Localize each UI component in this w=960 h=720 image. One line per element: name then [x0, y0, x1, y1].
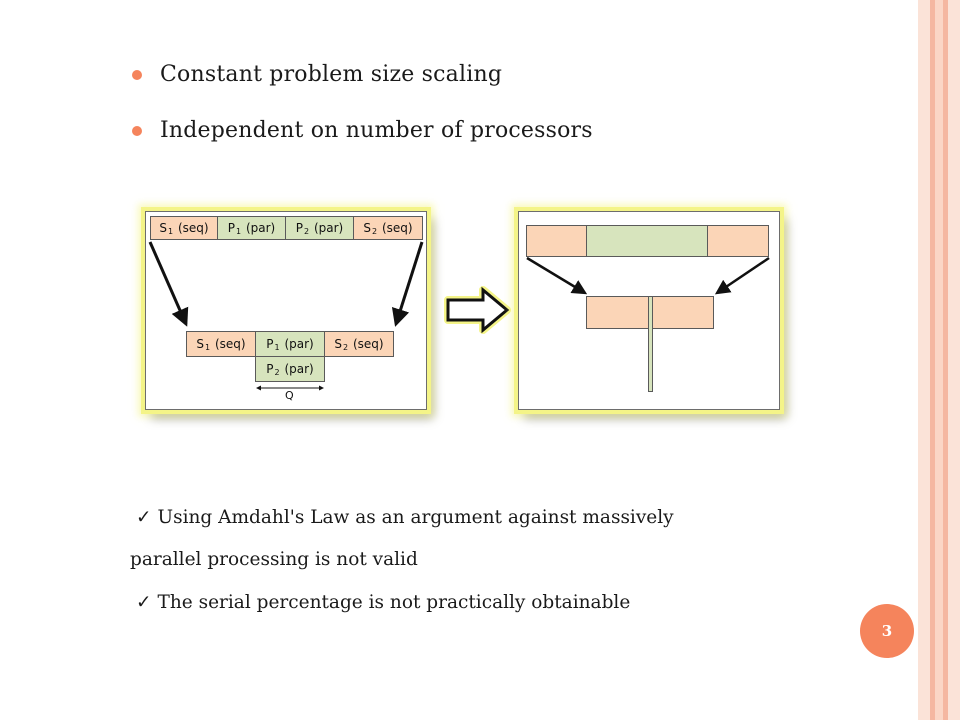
bullet-item-2: Independent on number of processors [132, 118, 593, 143]
transform-arrow-icon [444, 286, 511, 334]
q-dimension-line [256, 385, 324, 391]
statement-1-text-continued: parallel processing is not valid [130, 549, 418, 570]
block-serial-2-scaled [652, 296, 714, 329]
block-serial-2 [707, 225, 769, 257]
bullet-text: Independent on number of processors [160, 118, 593, 143]
block-parallel-thin [648, 296, 653, 392]
border-stripe-4 [943, 0, 948, 720]
checkmark-icon: ✓ [136, 592, 152, 613]
q-label: Q [285, 389, 294, 402]
mapping-arrows [148, 241, 424, 327]
bullet-dot-icon [132, 69, 142, 80]
mapping-arrows-right [526, 256, 770, 295]
checkmark-icon: ✓ [136, 507, 152, 528]
bullet-dot-icon [132, 125, 142, 136]
slide-number-badge: 3 [860, 604, 914, 658]
border-stripe-5 [948, 0, 960, 720]
border-stripe-3 [935, 0, 943, 720]
border-stripe-1 [918, 0, 930, 720]
statement-2-text: The serial percentage is not practically… [157, 592, 631, 613]
statement-1-text: Using Amdahl's Law as an argument agains… [157, 507, 674, 528]
statement-1-line-2: parallel processing is not valid [130, 549, 418, 570]
border-stripe-2 [930, 0, 935, 720]
statement-1-line-1: ✓Using Amdahl's Law as an argument again… [136, 507, 674, 528]
bullet-item-1: Constant problem size scaling [132, 62, 502, 87]
figure-right-panel [518, 211, 780, 410]
statement-2: ✓The serial percentage is not practicall… [136, 592, 630, 613]
bullet-text: Constant problem size scaling [160, 62, 503, 87]
block-parallel [586, 225, 708, 257]
